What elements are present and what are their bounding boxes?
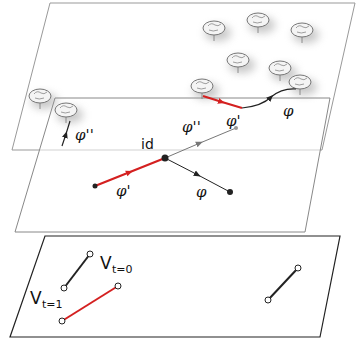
middle-plane [15,98,330,232]
map-label: φ' [116,183,131,200]
red-edge [95,158,165,186]
vertex-subscript: t=1 [42,299,63,311]
segment [64,254,90,288]
red-segment [62,286,118,321]
red-arrow [203,96,242,108]
segment [268,268,298,300]
map-label: φ' [226,113,241,130]
map-label: φ'' [182,119,201,136]
arrow [242,97,271,108]
map-label: φ [283,103,294,120]
arrow [62,121,70,146]
bottom-plane [10,236,340,337]
arrow [271,89,296,97]
vertex-label: V [30,289,42,308]
identity-label: id [141,137,154,152]
vertex-label: V [100,254,112,273]
vertex-subscript: t=0 [112,264,133,276]
map-label: φ [196,184,207,201]
map-label: φ'' [75,127,94,144]
